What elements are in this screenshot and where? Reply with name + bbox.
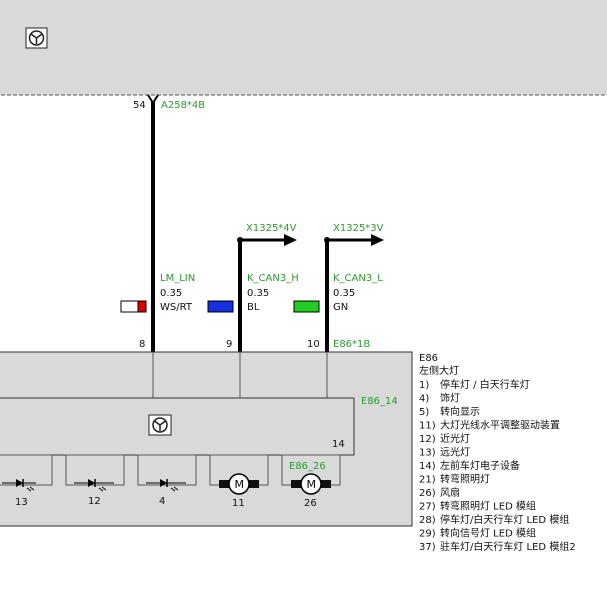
legend-item-number: 4) [419,394,429,405]
diode-icon [2,479,36,492]
legend-item-text: 转向信号灯 LED 模组 [440,527,536,540]
diode-icon [74,479,114,492]
legend-item-text: 停车灯/白天行车灯 LED 模组 [440,513,569,526]
wire-name-lm-lin: LM_LIN [160,273,195,284]
component-label: E86_26 [289,461,326,472]
legend-item-text: 饰灯 [440,392,460,405]
wire-color-code: BL [247,302,260,313]
component-26: E86_26 M 26 [281,454,341,509]
module-title: 左侧大灯 [419,364,459,377]
wire-gauge: 0.35 [160,288,182,299]
svg-text:M: M [235,478,245,491]
legend-item-text: 驻车灯/白天行车灯 LED 模组2 [440,540,576,553]
legend-item-text: 风扇 [440,486,460,499]
pin-number: 8 [139,339,145,350]
submodule-label: E86_14 [361,396,398,407]
wire-name-k-can3-h: K_CAN3_H [247,273,299,284]
top-connector-label: A258*4B [161,100,205,111]
connector-x1325-4v: X1325*4V [246,223,297,234]
top-control-unit [0,0,607,96]
legend-item-number: 27) [419,502,436,513]
legend-item-text: 左前车灯电子设备 [440,459,520,472]
component-number: 12 [88,496,101,507]
component-number: 26 [304,498,317,509]
motor-icon: M [219,473,259,495]
pin-number: 10 [307,339,320,350]
steering-wheel-icon [148,414,172,436]
component-12: 12 [65,454,125,507]
component-4: 4 [137,454,197,507]
wire-color-swatch [207,300,234,313]
arrow-right-icon [237,234,297,246]
steering-wheel-icon [25,27,48,49]
legend-item-text: 转弯照明灯 LED 模组 [440,500,536,513]
legend-item-number: 29) [419,529,436,540]
wire-gauge: 0.35 [333,288,355,299]
bottom-connector-label: E86*1B [333,339,370,350]
wire-color-code: WS/RT [160,302,193,313]
legend-item-number: 12) [419,434,436,445]
motor-icon: M [291,473,331,495]
module-id: E86 [419,353,438,364]
component-11: M 11 [209,454,269,509]
component-number: 11 [232,498,245,509]
legend-item-number: 1) [419,380,429,391]
legend-item-number: 26) [419,488,436,499]
submodule-number: 14 [332,439,345,450]
submodule-e86-14 [0,397,355,456]
legend-item-text: 停车灯 / 白天行车灯 [440,378,530,391]
legend-item-text: 近光灯 [440,432,470,445]
legend-item-number: 14) [419,461,436,472]
legend-item-number: 21) [419,475,436,486]
legend-item-number: 37) [419,542,436,553]
legend-item-text: 转弯照明灯 [440,473,490,486]
component-number: 13 [15,497,28,508]
legend-item-text: 大灯光线水平调整驱动装置 [440,419,560,432]
legend-item-number: 28) [419,515,436,526]
connector-x1325-3v: X1325*3V [333,223,384,234]
svg-text:M: M [307,478,317,491]
legend-item-text: 转向显示 [440,405,480,418]
wire-color-swatch [293,300,320,313]
wire-color-swatch-stripe [137,300,147,313]
wire-name-k-can3-l: K_CAN3_L [333,273,383,284]
diode-icon [146,479,186,492]
wire-gauge: 0.35 [247,288,269,299]
wire-color-code: GN [333,302,348,313]
component-number: 4 [159,496,165,507]
legend-item-text: 远光灯 [440,446,470,459]
legend-item-number: 11) [419,421,436,432]
arrow-right-icon [324,234,384,246]
legend-item-number: 13) [419,448,436,459]
pin-number: 9 [226,339,232,350]
top-pin-number: 54 [133,100,146,111]
component-13: 13 [0,454,53,508]
legend: 1) 停车灯 / 白天行车灯 4) 饰灯 5) 转向显示 11) 大灯光线水平调整驱动装置 12… [419,378,576,553]
legend-item-number: 5) [419,407,429,418]
